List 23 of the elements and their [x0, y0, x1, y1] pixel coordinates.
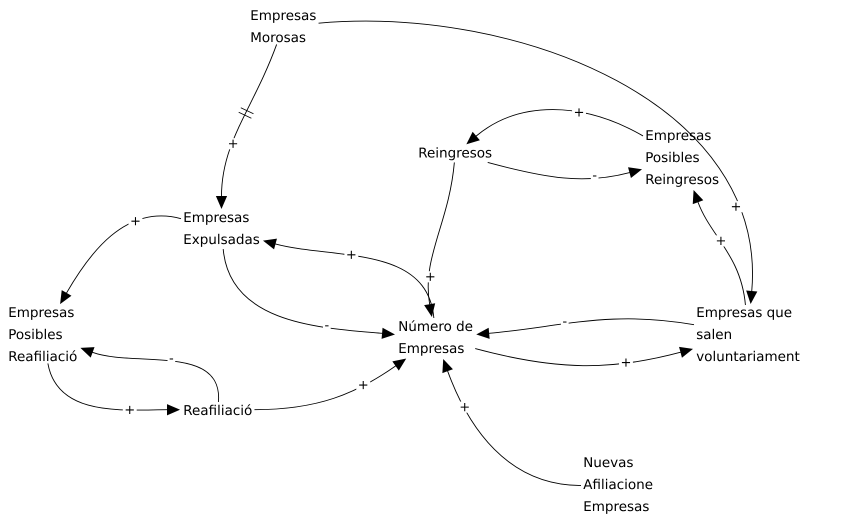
variable-label: Empresas Posibles Reafiliació: [10, 307, 77, 362]
variable-label: Empresas que salen voluntariament: [696, 307, 800, 362]
edge-label: +: [359, 381, 368, 390]
variable-label: Nuevas Afiliacione Empresas: [583, 457, 652, 514]
edge-label: +: [126, 406, 134, 414]
edge-label: +: [460, 403, 469, 412]
variable-label: Reafiliació: [184, 404, 252, 416]
edge-label: +: [347, 250, 356, 259]
variable-label: Empresas Morosas: [252, 10, 316, 42]
edge-label: +: [622, 358, 630, 367]
edge-label: +: [716, 236, 725, 245]
edge-label: -: [563, 322, 566, 323]
variable-label: Reingresos: [420, 147, 492, 160]
edge-label: +: [131, 217, 140, 226]
edge-label: +: [229, 140, 238, 148]
edge-label: +: [574, 108, 584, 116]
edge-label: -: [325, 325, 329, 326]
edge-label: +: [426, 272, 434, 281]
edge-label: -: [170, 358, 174, 360]
edge-label: +: [732, 202, 740, 211]
edge-label: -: [592, 175, 596, 176]
variable-label: Empresas Expulsadas: [184, 212, 260, 247]
variable-label: Número de Empresas: [400, 320, 472, 356]
